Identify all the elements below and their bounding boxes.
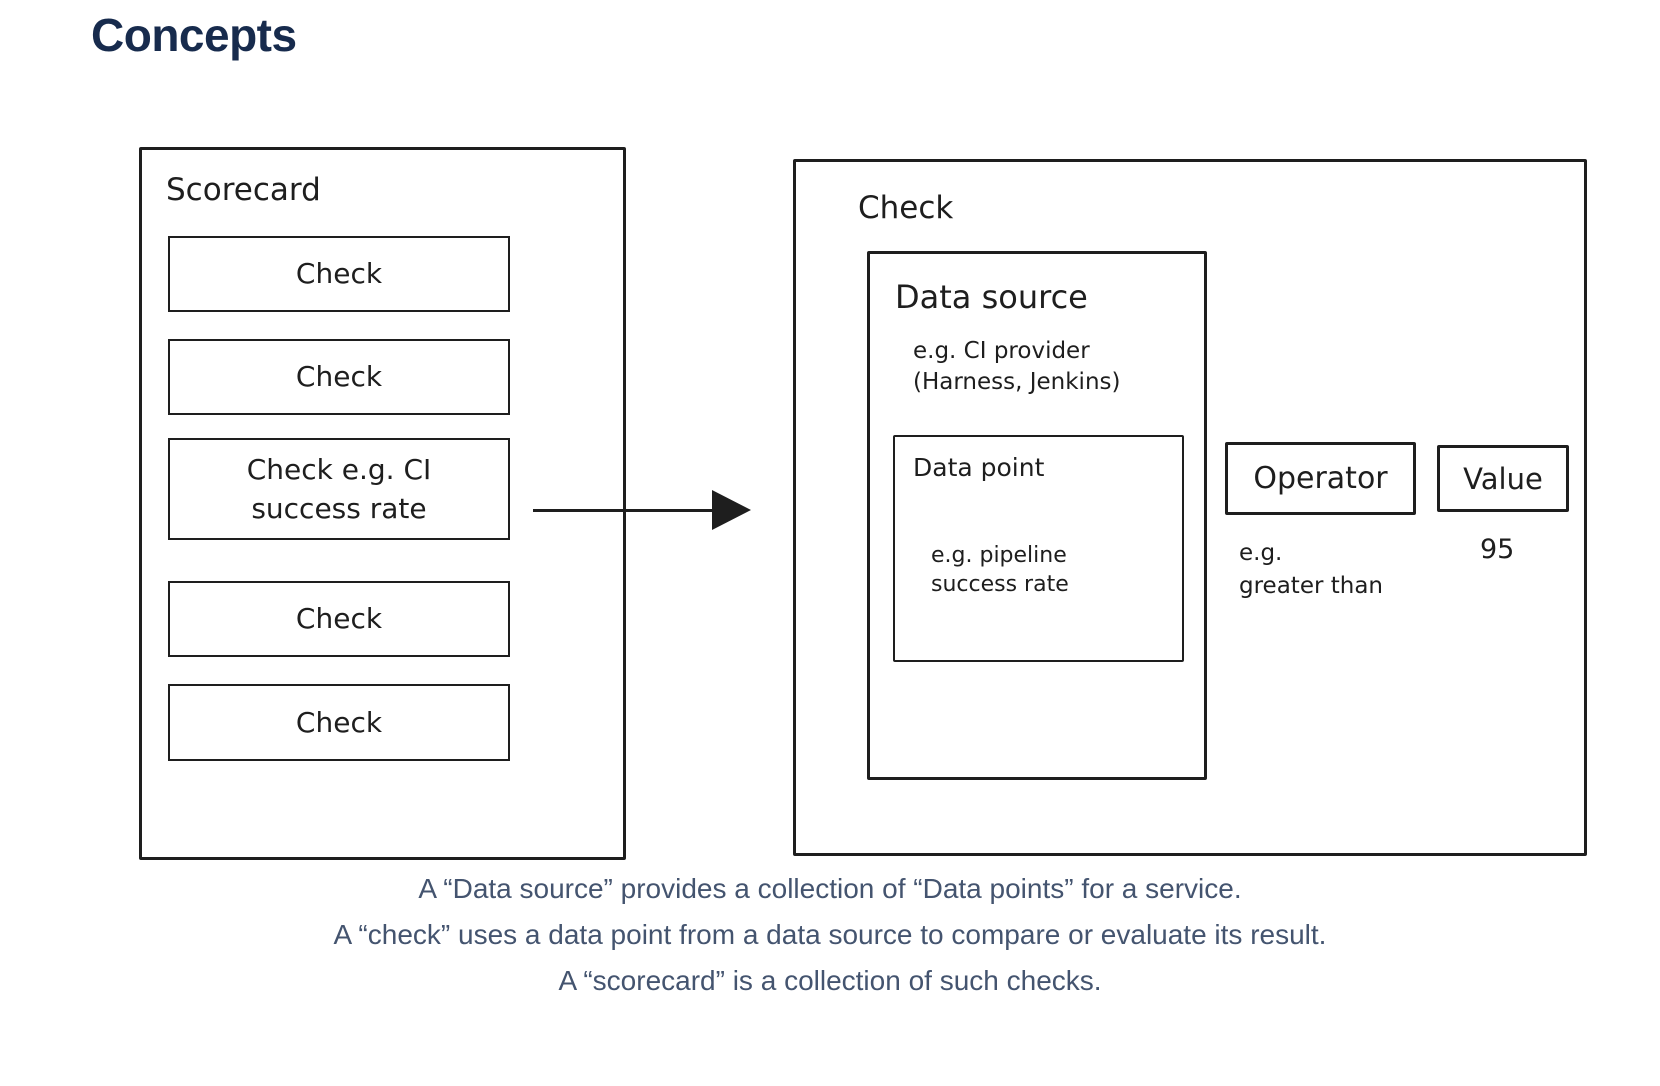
operator-example-text: e.g. greater than <box>1239 540 1383 599</box>
data-point-label: Data point <box>913 453 1045 482</box>
scorecard-check-item-ci-success-rate: Check e.g. CI success rate <box>168 438 510 540</box>
data-source-example-text: e.g. CI provider (Harness, Jenkins) <box>913 338 1121 395</box>
check-detail-label: Check <box>858 190 954 226</box>
operator-box: Operator <box>1225 442 1416 515</box>
scorecard-check-item: Check <box>168 581 510 657</box>
caption: A “Data source” provides a collection of… <box>0 866 1660 1004</box>
caption-line: A “scorecard” is a collection of such ch… <box>558 965 1102 996</box>
scorecard-check-item: Check <box>168 684 510 761</box>
arrow-head <box>712 490 751 530</box>
check-detail-box: Check Data source e.g. CI provider (Harn… <box>793 159 1587 856</box>
scorecard-check-item: Check <box>168 236 510 312</box>
value-example-text: 95 <box>1480 534 1515 565</box>
data-source-label: Data source <box>895 278 1088 316</box>
data-source-box: Data source e.g. CI provider (Harness, J… <box>867 251 1207 780</box>
caption-line: A “check” uses a data point from a data … <box>333 919 1327 950</box>
page-title: Concepts <box>91 9 297 61</box>
scorecard-box: Scorecard Check Check Check e.g. CI succ… <box>139 147 626 860</box>
data-point-box: Data point e.g. pipeline success rate <box>893 435 1184 662</box>
caption-line: A “Data source” provides a collection of… <box>418 873 1242 904</box>
data-point-example-text: e.g. pipeline success rate <box>931 543 1069 597</box>
arrow-line <box>533 509 715 512</box>
scorecard-label: Scorecard <box>166 172 321 208</box>
scorecard-check-item: Check <box>168 339 510 415</box>
value-box: Value <box>1437 445 1569 512</box>
